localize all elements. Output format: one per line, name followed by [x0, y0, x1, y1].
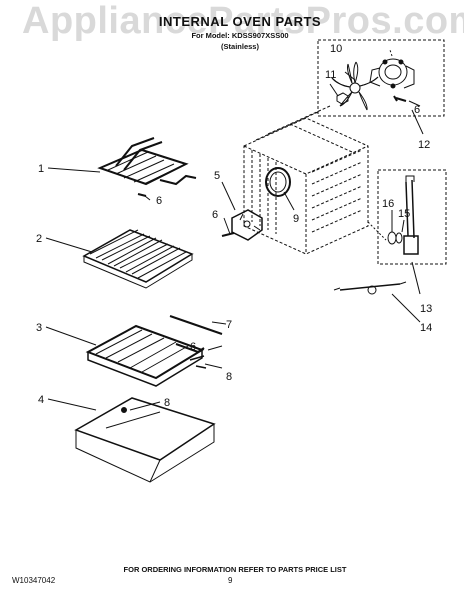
- meat-probe: [333, 281, 407, 295]
- document-number: W10347042: [12, 576, 56, 585]
- callout-10: 10: [330, 43, 342, 55]
- callout-12: 12: [418, 139, 430, 151]
- callout-3: 3: [36, 322, 42, 334]
- bake-element-cover: [74, 397, 216, 483]
- fan-blade: [331, 61, 379, 111]
- temperature-sensor-group: [377, 169, 447, 265]
- convection-fan-group: [317, 39, 445, 117]
- light-bracket: [221, 209, 263, 241]
- fan-nut: [336, 92, 349, 105]
- model-line: For Model: KDSS907XSS00: [191, 31, 289, 40]
- model-subtitle: For Model: KDSS907XSS00 (Stainless): [150, 30, 330, 52]
- leader-lines: [45, 83, 421, 411]
- callout-16: 16: [382, 198, 394, 210]
- callout-6-broil: 6: [156, 195, 162, 207]
- callout-2: 2: [36, 233, 42, 245]
- page-title: INTERNAL OVEN PARTS: [158, 14, 322, 29]
- fan-motor: [369, 58, 415, 89]
- callout-6-bake: 6: [190, 341, 196, 353]
- page-footer: FOR ORDERING INFORMATION REFER TO PARTS …: [0, 565, 464, 595]
- oven-rack: [82, 229, 194, 289]
- callout-9: 9: [293, 213, 299, 225]
- callout-11: 11: [325, 69, 336, 81]
- callout-labels: 1 2 3 4 5 6 6 6 6 7 8 8 9 10 11 12 13 14…: [36, 43, 432, 409]
- broil-element: [97, 137, 197, 197]
- callout-15: 15: [398, 208, 410, 220]
- callout-4: 4: [38, 394, 44, 406]
- fan-screw: [393, 95, 407, 102]
- callout-7: 7: [226, 319, 232, 331]
- callout-8-bake: 8: [226, 371, 232, 383]
- ordering-info: FOR ORDERING INFORMATION REFER TO PARTS …: [123, 565, 347, 574]
- callout-5: 5: [214, 170, 220, 182]
- callout-13: 13: [420, 303, 432, 315]
- callout-1: 1: [38, 163, 44, 175]
- bake-element: [85, 315, 223, 387]
- oven-cavity: [243, 105, 369, 255]
- callout-14: 14: [420, 322, 432, 334]
- finish-line: (Stainless): [221, 42, 259, 51]
- convection-element-ring: [265, 167, 291, 197]
- callout-6-bracket: 6: [212, 209, 218, 221]
- watermark-logo-text: AppliancePartsPros.com: [22, 0, 464, 42]
- page-number: 9: [228, 576, 233, 585]
- callout-6-fan: 6: [414, 104, 420, 116]
- callout-8-cover: 8: [164, 397, 170, 409]
